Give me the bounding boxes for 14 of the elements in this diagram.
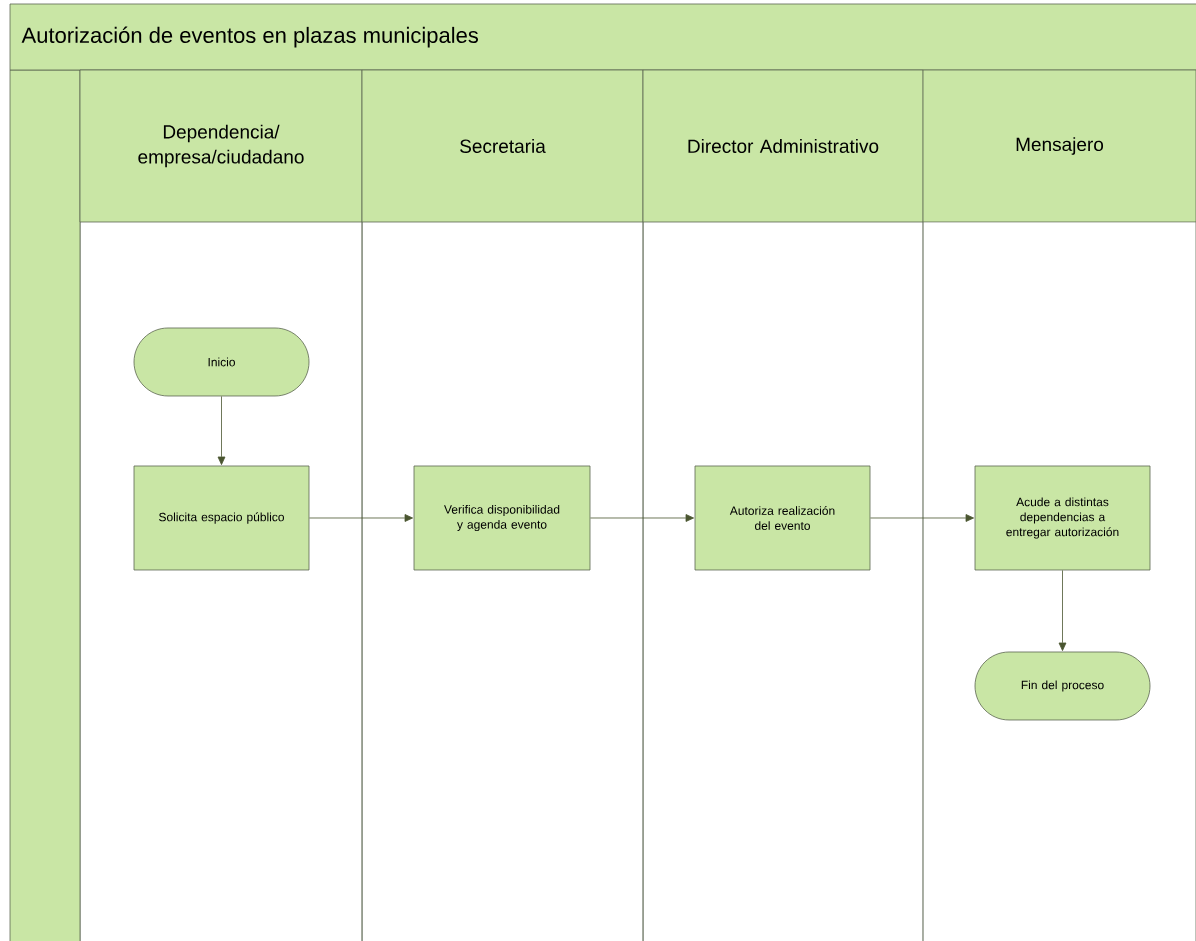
process-box: Acude a distintas dependencias a entregar autorización	[974, 465, 1151, 571]
lane-header: Mensajero	[922, 69, 1196, 223]
arrow	[1058, 570, 1067, 651]
arrow	[590, 514, 694, 522]
arrow	[870, 514, 974, 522]
lane-header: Dependencia/ empresa/ciudadano	[79, 69, 363, 223]
arrow	[309, 514, 413, 522]
title: Autorización de eventos en plazas municipales	[21, 26, 479, 48]
process-box: Solicita espacio público	[133, 465, 310, 571]
lane-header: Director Administrativo	[642, 69, 924, 223]
process-box: Autoriza realización del evento	[694, 465, 871, 571]
process-box: Verifica disponibilidad y agenda evento	[413, 465, 591, 571]
arrow	[217, 396, 226, 465]
lane-header: Secretaria	[361, 69, 644, 223]
